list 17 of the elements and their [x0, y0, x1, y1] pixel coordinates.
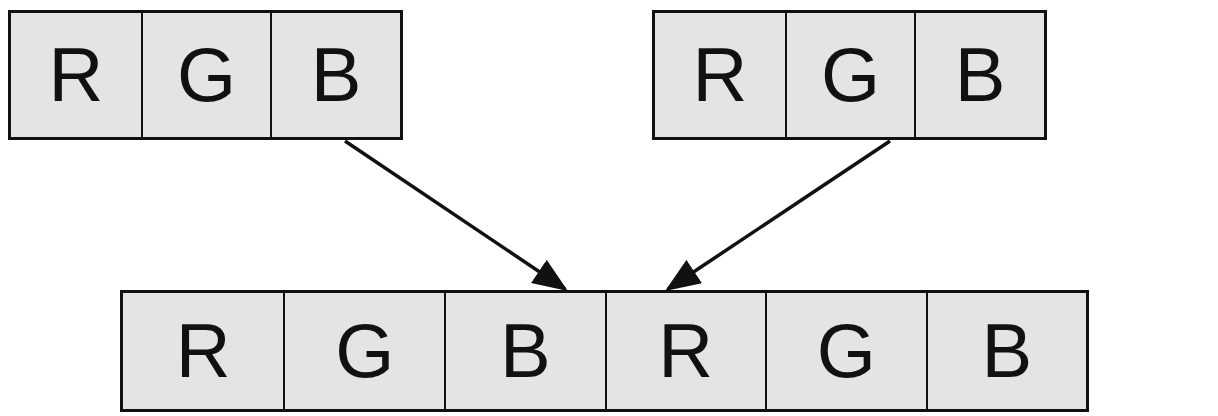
channel-letter: B [499, 313, 551, 389]
channel-letter: B [981, 313, 1033, 389]
pixel-strip [120, 290, 1089, 412]
arrow [665, 139, 891, 291]
channel-letter: G [820, 37, 881, 113]
channel-letter: G [176, 37, 237, 113]
channel-letter: B [310, 37, 362, 113]
channel-letter: G [335, 313, 395, 389]
channel-letter: R [658, 313, 714, 389]
channel-letter: R [175, 313, 231, 389]
pixel-strip [652, 10, 1047, 140]
channel-letter: B [954, 37, 1006, 113]
arrow [344, 139, 568, 291]
pixel-strip [8, 10, 403, 140]
channel-letter: R [48, 37, 104, 113]
channel-letter: R [692, 37, 748, 113]
channel-letter: G [816, 313, 876, 389]
